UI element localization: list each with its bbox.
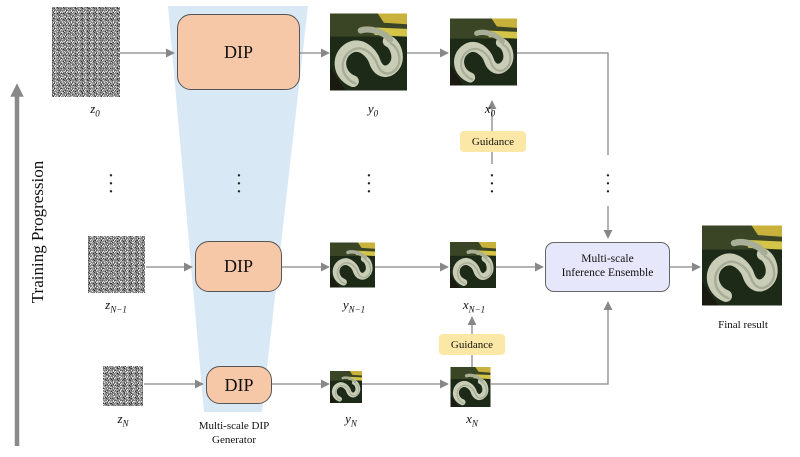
training-progression-label: Training Progression [28, 160, 47, 304]
guidance-label: Guidance [471, 135, 515, 148]
inference-ensemble-box: Multi-scale Inference Ensemble [545, 242, 670, 292]
output-image-xn1 [450, 242, 496, 288]
ellipsis-col-dip: ··· [235, 165, 243, 203]
dip-label: DIP [224, 374, 254, 395]
generator-band [168, 6, 308, 412]
output-image-xn [451, 367, 491, 407]
dip-block-scale-n1: DIP [195, 241, 282, 292]
label-yn: yN [345, 411, 357, 429]
output-image-x0 [450, 19, 517, 86]
label-xn1: xN−1 [462, 297, 486, 315]
dip-block-scale-n: DIP [206, 366, 272, 404]
generator-caption: Multi-scale DIP Generator [198, 420, 270, 446]
dip-label: DIP [223, 256, 253, 276]
ellipsis-col-y: ··· [365, 165, 373, 203]
ellipsis-col-z: ··· [107, 165, 115, 203]
label-zn: zN [117, 411, 129, 429]
label-zn1: zN−1 [105, 297, 127, 315]
label-y0: y0 [367, 101, 379, 119]
label-xn: xN [466, 411, 478, 429]
label-x0: x0 [484, 101, 496, 119]
dip-block-scale-0: DIP [177, 14, 300, 90]
guidance-label: Guidance [450, 338, 494, 351]
label-yn1: yN−1 [342, 297, 366, 315]
connector-xn-ensemble [491, 301, 613, 385]
label-z0: z0 [90, 101, 100, 119]
output-image-y0 [330, 14, 407, 91]
ellipsis-col-x: ··· [488, 165, 496, 203]
dip-label: DIP [223, 41, 253, 62]
final-result-image [702, 226, 782, 306]
guidance-box-n1: Guidance [439, 334, 505, 355]
ellipsis-col-ensemble: ··· [604, 165, 612, 203]
final-result-caption: Final result [718, 319, 768, 331]
output-image-yn [330, 371, 362, 403]
output-image-yn1 [330, 243, 375, 288]
guidance-box-0: Guidance [460, 131, 526, 152]
connector-x0-ensemble [517, 52, 609, 155]
